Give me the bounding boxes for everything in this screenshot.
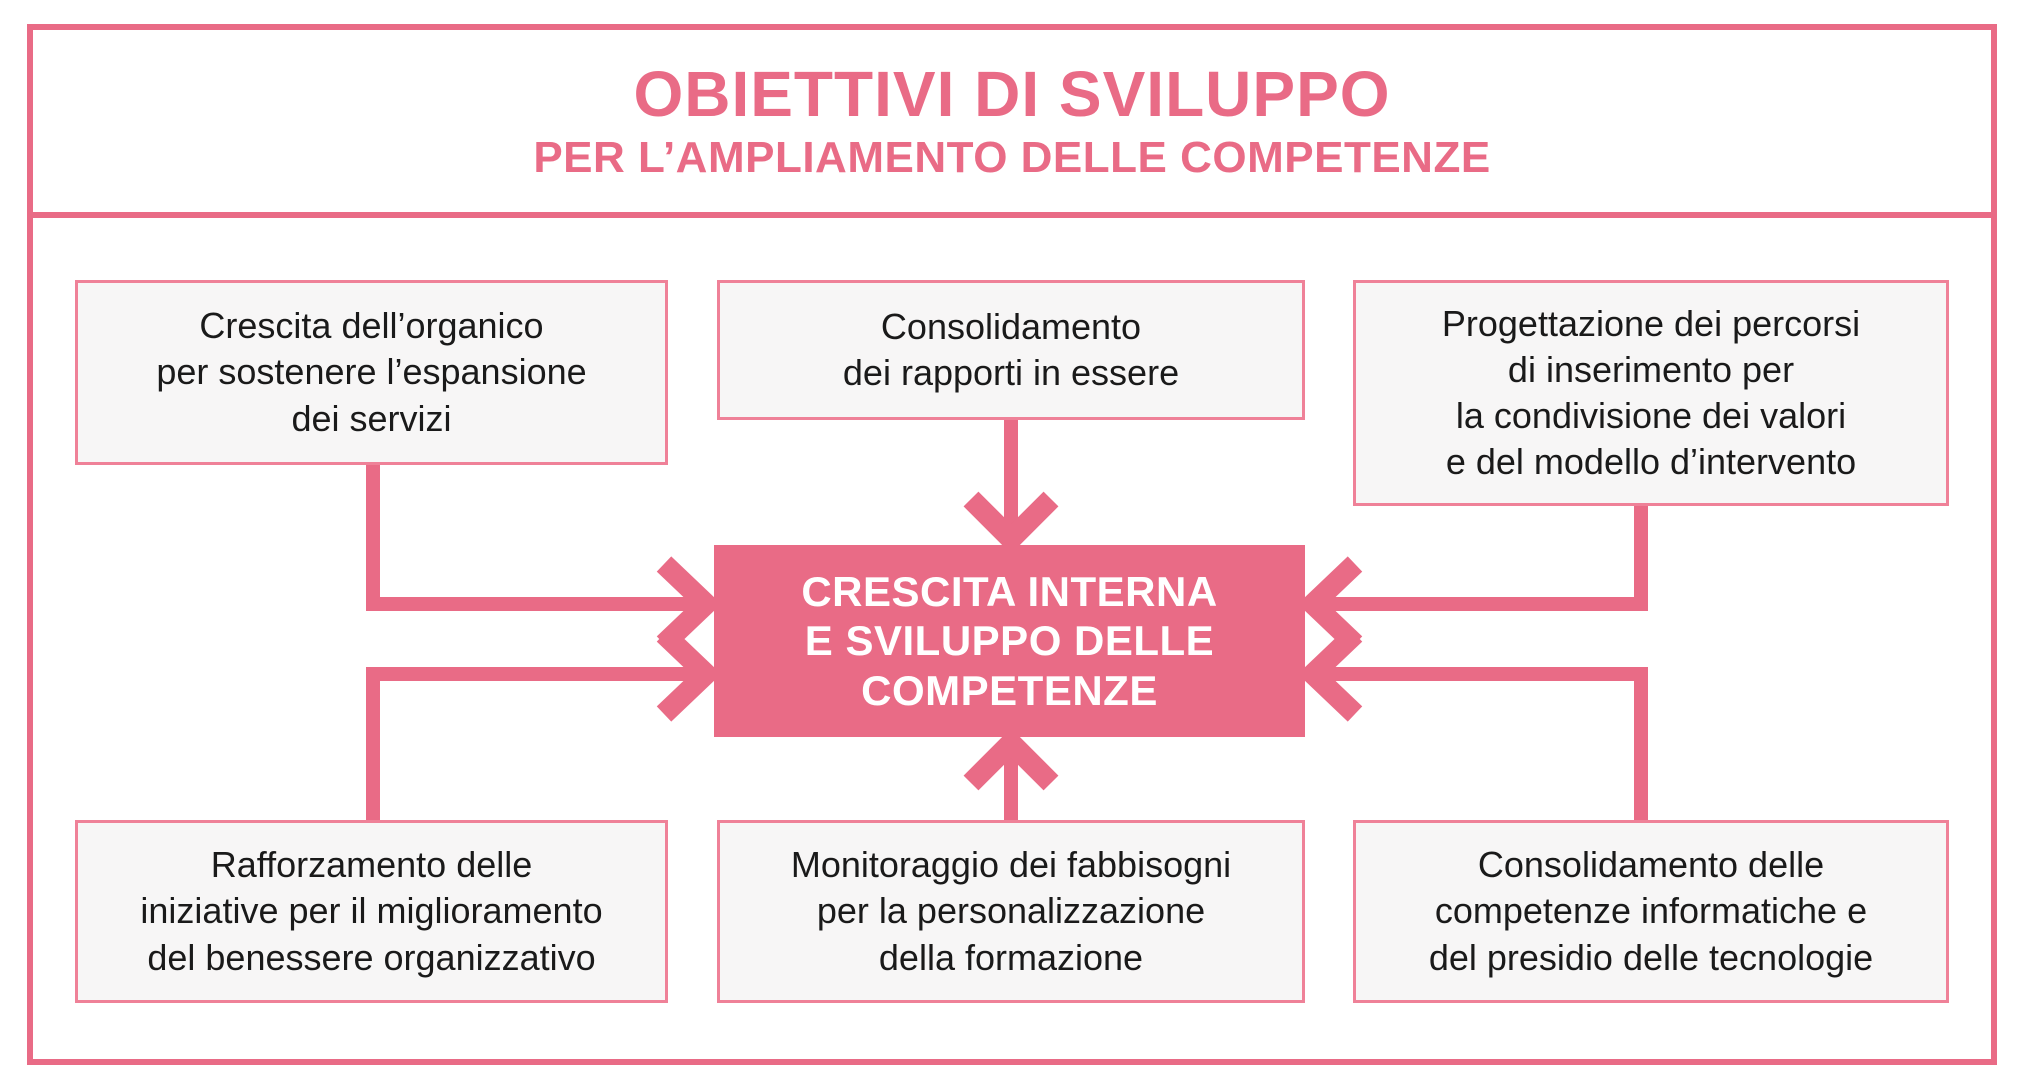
arrowhead-bottom-middle-icon: [963, 728, 1059, 791]
text-line: Consolidamento: [880, 305, 1142, 347]
text-line: del presidio delle tecnologie: [1428, 936, 1874, 978]
box-crescita-organico: Crescita dell’organico per sostenere l’e…: [75, 280, 668, 465]
arrowhead-top-middle-icon: [963, 491, 1059, 554]
connector-bottom-left: [366, 667, 698, 824]
box-monitoraggio-fabbisogni-text: Monitoraggio dei fabbisogni per la perso…: [791, 842, 1231, 980]
text-line: Consolidamento delle: [1477, 844, 1825, 886]
text-line: Monitoraggio dei fabbisogni: [790, 844, 1232, 886]
box-consolidamento-competenze: Consolidamento delle competenze informat…: [1353, 820, 1949, 1003]
text-line: COMPETENZE: [861, 666, 1158, 714]
text-line: la condivisione dei valori: [1455, 395, 1847, 436]
text-line: per la personalizzazione: [816, 890, 1206, 932]
title-band: OBIETTIVI DI SVILUPPO PER L’AMPLIAMENTO …: [33, 30, 1991, 218]
text-line: di inserimento per: [1507, 348, 1795, 390]
center-box-crescita-interna: CRESCITA INTERNA E SVILUPPO DELLE COMPET…: [714, 545, 1305, 737]
arrowhead-top-left-icon: [656, 556, 722, 652]
box-rafforzamento-iniziative: Rafforzamento delle iniziative per il mi…: [75, 820, 668, 1003]
text-line: Crescita dell’organico: [199, 305, 544, 347]
text-line: competenze informatiche e: [1434, 890, 1868, 932]
box-consolidamento-rapporti-text: Consolidamento dei rapporti in essere: [843, 304, 1179, 396]
text-line: dei rapporti in essere: [842, 352, 1180, 393]
box-crescita-organico-text: Crescita dell’organico per sostenere l’e…: [156, 303, 586, 441]
text-line: iniziative per il miglioramento: [140, 890, 603, 932]
connector-bottom-right: [1321, 667, 1648, 824]
text-line: CRESCITA INTERNA: [801, 567, 1218, 615]
text-line: Rafforzamento delle: [210, 844, 533, 886]
text-line: per sostenere l’espansione: [156, 351, 587, 393]
page-title: OBIETTIVI DI SVILUPPO: [633, 58, 1391, 130]
text-line: e del modello d’intervento: [1445, 441, 1857, 483]
connector-top-left: [366, 462, 698, 611]
page-subtitle: PER L’AMPLIAMENTO DELLE COMPETENZE: [533, 133, 1491, 182]
box-progettazione-percorsi-text: Progettazione dei percorsi di inseriment…: [1442, 301, 1860, 485]
text-line: del benessere organizzativo: [147, 936, 596, 978]
text-line: della formazione: [878, 936, 1144, 978]
center-box-text: CRESCITA INTERNA E SVILUPPO DELLE COMPET…: [801, 567, 1217, 716]
box-monitoraggio-fabbisogni: Monitoraggio dei fabbisogni per la perso…: [717, 820, 1305, 1003]
box-progettazione-percorsi: Progettazione dei percorsi di inseriment…: [1353, 280, 1949, 506]
arrowhead-bottom-left-icon: [656, 626, 722, 722]
box-rafforzamento-iniziative-text: Rafforzamento delle iniziative per il mi…: [140, 842, 602, 980]
arrowhead-top-right-icon: [1297, 556, 1363, 652]
box-consolidamento-competenze-text: Consolidamento delle competenze informat…: [1429, 842, 1873, 980]
arrowhead-bottom-right-icon: [1297, 626, 1363, 722]
text-line: dei servizi: [291, 397, 452, 439]
text-line: Progettazione dei percorsi: [1441, 302, 1861, 344]
connector-top-right: [1321, 503, 1648, 611]
text-line: E SVILUPPO DELLE: [804, 617, 1215, 665]
box-consolidamento-rapporti: Consolidamento dei rapporti in essere: [717, 280, 1305, 420]
